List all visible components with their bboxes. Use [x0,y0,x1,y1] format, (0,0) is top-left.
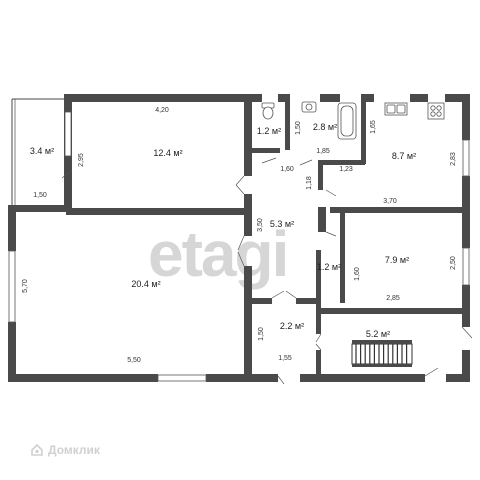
sink-icon [301,101,317,113]
room-area-balcony: 3.4 м² [30,146,54,156]
dimension-labels: 4,20 2,95 1,50 1,50 1,65 1,85 1,60 1,18 1,23 2,83… [22,107,457,364]
dimension-d-570: 5,70 [22,279,29,293]
house-logo-icon [31,443,43,456]
room-labels: 3.4 м² 12.4 м² 1.2 м² 2.8 м² 8.7 м² 5.3 м² 20.… [30,122,416,339]
room-area-hall: 5.3 м² [270,219,294,229]
watermark-text: etagi [148,218,287,290]
dimension-d-118: 1,18 [306,176,313,190]
dimension-d-283: 2,83 [450,152,457,166]
dimension-d-420: 4,20 [155,107,169,114]
dimension-d-155: 1,55 [278,355,292,362]
room-area-closet: 1.2 м² [317,262,341,272]
dimension-d-165: 1,65 [370,120,377,134]
staircase-icon [351,340,413,367]
balcony-outline [11,98,66,205]
dimension-d-150a: 1,50 [33,192,47,199]
room-area-kitchen: 8.7 м² [392,151,416,161]
dimension-d-550: 5,50 [127,357,141,364]
bathtub-icon [337,102,357,140]
dimension-d-350: 3,50 [257,218,264,232]
dimension-d-185: 1,85 [316,148,330,155]
room-area-corridor: 2.2 м² [280,321,304,331]
dimension-d-250: 2,50 [450,256,457,270]
doors [61,157,473,385]
dimension-d-285: 2,85 [386,295,400,302]
interior-walls [66,94,462,382]
stove-icon [427,102,445,120]
kitchen-sink-icon [384,102,408,116]
dimension-d-370: 3,70 [383,198,397,205]
dimension-d-150b: 1,50 [295,121,302,135]
dimension-d-160a: 1,60 [280,166,294,173]
dimension-d-295: 2,95 [78,153,85,167]
room-area-porch: 5.2 м² [366,329,390,339]
windows [8,111,470,382]
brand-name: Домклик [48,443,100,457]
toilet-icon [261,102,275,120]
room-area-living: 20.4 м² [131,279,160,289]
dimension-d-160b: 1,60 [354,267,361,281]
dimension-d-123: 1,23 [339,166,353,173]
room-area-room-b: 7.9 м² [385,255,409,265]
dimension-d-150c: 1,50 [258,327,265,341]
fixtures [261,101,445,367]
room-area-bath: 2.8 м² [313,122,337,132]
room-area-wc: 1.2 м² [257,126,281,136]
brand-mark: Домклик [30,443,100,457]
room-area-room-a: 12.4 м² [153,148,182,158]
